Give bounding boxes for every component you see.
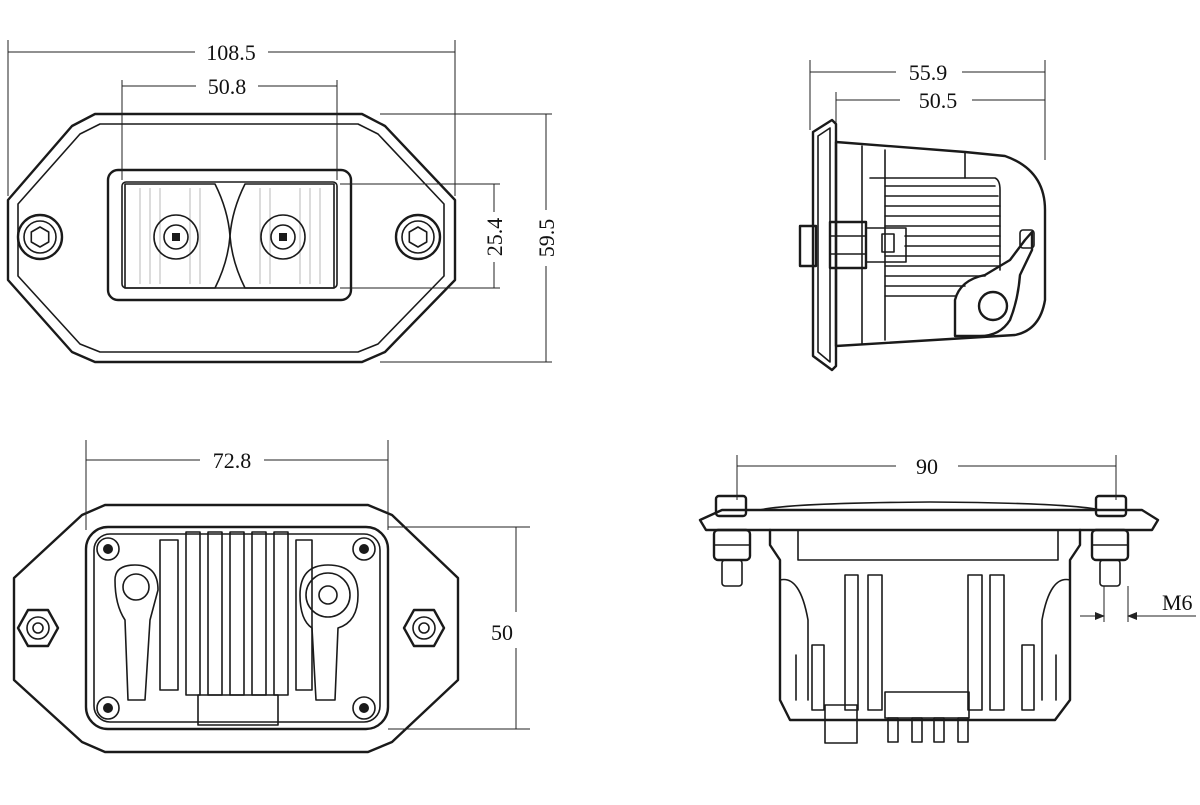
front-dimensions: 108.5 50.8 25.4 59.5 — [7, 40, 559, 363]
bottom-view — [698, 494, 1160, 744]
dim-thread: M6 — [1162, 590, 1193, 615]
dim-bolt-spacing: 90 — [916, 454, 938, 479]
side-view — [798, 118, 1047, 372]
dim-front-width: 108.5 — [206, 40, 256, 65]
dim-side-body-depth: 50.5 — [919, 88, 958, 113]
dim-side-depth: 55.9 — [909, 60, 948, 85]
dim-lens-height: 25.4 — [482, 218, 507, 257]
side-dimensions: 55.9 50.5 — [809, 60, 1046, 160]
dim-front-height: 59.5 — [534, 219, 559, 258]
front-view — [6, 112, 457, 364]
dim-back-width: 72.8 — [213, 448, 252, 473]
back-dimensions: 72.8 50 — [85, 440, 530, 730]
back-view — [12, 503, 460, 754]
bottom-dimensions: 90 M6 — [736, 454, 1196, 622]
dim-back-height: 50 — [491, 620, 513, 645]
dim-lens-width: 50.8 — [208, 74, 247, 99]
